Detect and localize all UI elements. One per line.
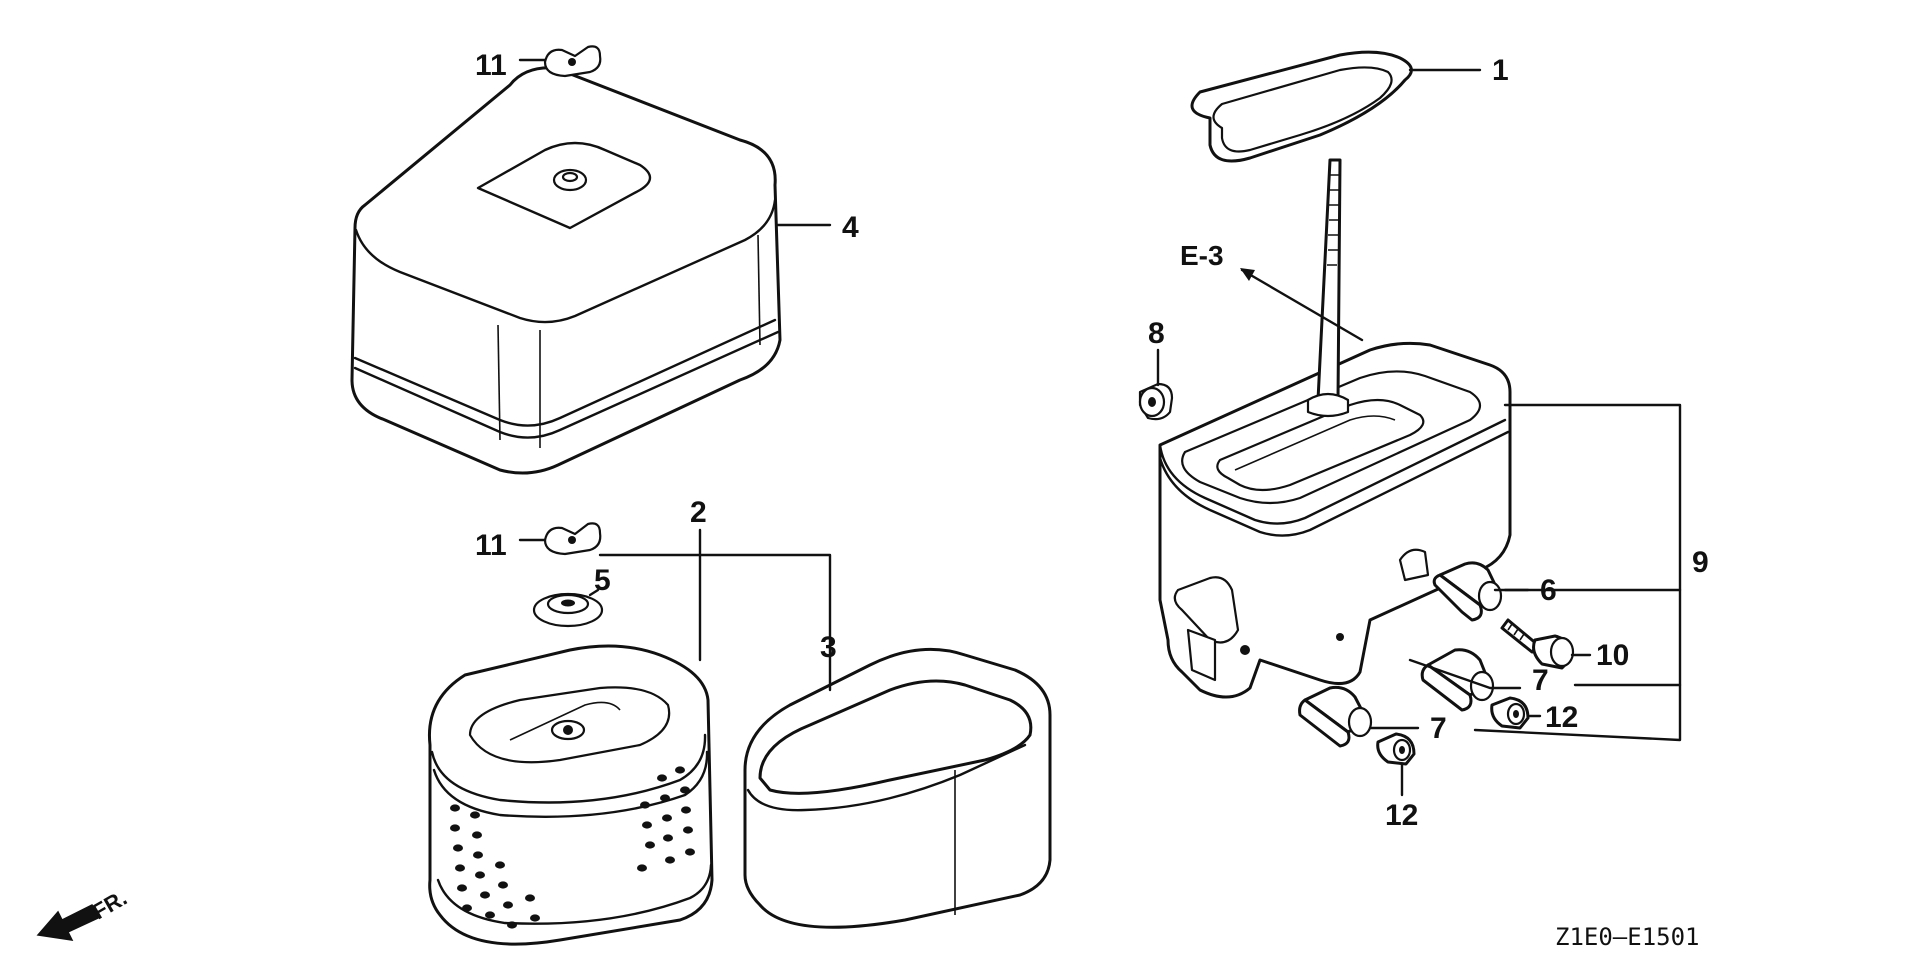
callout-3: 3 xyxy=(820,631,837,664)
spacer-7-lower xyxy=(1298,685,1373,748)
callout-10: 10 xyxy=(1596,639,1629,672)
callout-2: 2 xyxy=(690,496,707,529)
callout-1: 1 xyxy=(1492,54,1509,87)
callout-11-lower: 11 xyxy=(475,529,507,562)
callout-4: 4 xyxy=(842,211,859,244)
grommet xyxy=(532,592,604,628)
reference-label: E-3 xyxy=(1180,240,1224,271)
wing-nut-top xyxy=(543,45,602,78)
callout-9: 9 xyxy=(1692,546,1709,579)
drawing-code: Z1E0—E1501 xyxy=(1555,923,1700,951)
callout-12-right: 12 xyxy=(1545,701,1578,734)
callout-5: 5 xyxy=(594,564,611,597)
callout-12-bottom: 12 xyxy=(1385,799,1418,832)
foam-element xyxy=(743,647,1052,929)
callout-7-lower: 7 xyxy=(1430,712,1447,745)
flange-nut-right xyxy=(1490,696,1530,730)
callout-11-top: 11 xyxy=(475,49,507,82)
gasket xyxy=(1190,50,1413,163)
callout-8: 8 xyxy=(1148,317,1165,350)
air-cleaner-case xyxy=(1158,158,1512,699)
air-filter-element xyxy=(427,644,714,946)
callout-7-upper: 7 xyxy=(1532,664,1549,697)
leader-lines xyxy=(518,58,1682,797)
air-cleaner-cover xyxy=(350,66,782,475)
front-direction-arrow xyxy=(36,903,99,941)
collar xyxy=(1138,382,1174,421)
spacer-7-upper xyxy=(1420,648,1495,712)
wing-nut-lower xyxy=(543,522,602,556)
spacer-6 xyxy=(1432,561,1503,622)
flange-nut-bottom xyxy=(1376,732,1416,766)
callout-6: 6 xyxy=(1540,574,1557,607)
flange-bolt xyxy=(1500,618,1575,670)
